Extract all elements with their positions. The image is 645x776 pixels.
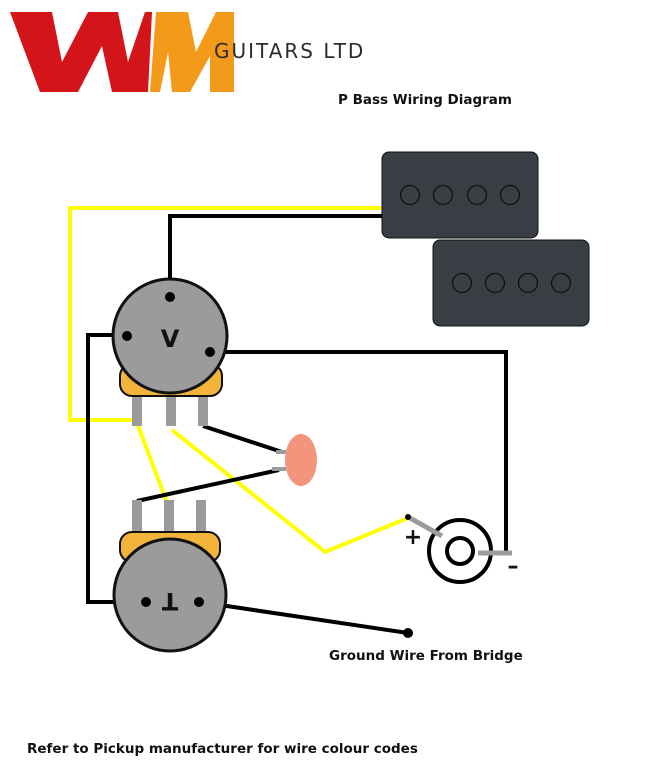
tone-pot-body bbox=[112, 537, 228, 653]
capacitor-lead bbox=[272, 467, 286, 471]
volume-lug bbox=[198, 396, 208, 426]
pole-piece bbox=[466, 184, 488, 206]
capacitor-body bbox=[285, 434, 317, 486]
pole-piece bbox=[517, 272, 539, 294]
pole-piece bbox=[432, 184, 454, 206]
pole-piece bbox=[484, 272, 506, 294]
black-wire-pickup-to-volume bbox=[168, 214, 382, 296]
yellow-wire-pickup-to-volume bbox=[68, 206, 382, 422]
tone-pot-label: T bbox=[161, 587, 178, 615]
tone-lug bbox=[196, 500, 206, 536]
volume-pot-body bbox=[111, 277, 229, 395]
capacitor bbox=[272, 434, 317, 486]
tone-lug bbox=[132, 500, 142, 536]
jack-inner-ring bbox=[445, 536, 475, 566]
volume-lug bbox=[132, 396, 142, 426]
tone-terminal bbox=[141, 597, 151, 607]
logo-w-red bbox=[10, 12, 152, 92]
footer-note: Refer to Pickup manufacturer for wire co… bbox=[27, 741, 418, 757]
volume-lug bbox=[166, 396, 176, 426]
logo-text: GUITARS LTD bbox=[214, 39, 365, 63]
black-wire-volume-to-cap bbox=[202, 424, 283, 454]
pickup-lower bbox=[432, 239, 590, 327]
pickup-lower-body bbox=[432, 239, 590, 327]
pole-piece bbox=[451, 272, 473, 294]
black-wire-volume-to-jack bbox=[210, 350, 508, 553]
jack-negative-label: – bbox=[508, 554, 519, 579]
jack-tip-dot bbox=[405, 514, 411, 520]
volume-pot-label: V bbox=[161, 325, 180, 353]
jack-positive-label: + bbox=[404, 525, 422, 550]
bridge-ground-dot bbox=[403, 628, 413, 638]
pickup-upper bbox=[381, 151, 539, 239]
diagram-title: P Bass Wiring Diagram bbox=[338, 92, 512, 108]
bridge-ground-label: Ground Wire From Bridge bbox=[329, 648, 523, 664]
pole-piece bbox=[399, 184, 421, 206]
capacitor-lead bbox=[276, 450, 288, 454]
company-logo: GUITARS LTD bbox=[10, 12, 365, 92]
pickup-upper-body bbox=[381, 151, 539, 239]
volume-terminal bbox=[122, 331, 132, 341]
ground-wire-bridge bbox=[199, 600, 409, 635]
pole-piece bbox=[550, 272, 572, 294]
tone-pot: T bbox=[112, 500, 228, 653]
jack-tip-lug bbox=[408, 515, 444, 539]
yellow-wire-volume-to-jack bbox=[170, 428, 409, 555]
pole-piece bbox=[499, 184, 521, 206]
volume-terminal bbox=[205, 347, 215, 357]
yellow-wire-volume-to-tone bbox=[135, 422, 170, 506]
output-jack: + – bbox=[404, 514, 519, 584]
volume-pot: V bbox=[111, 277, 229, 426]
tone-terminal bbox=[194, 597, 204, 607]
logo-m-orange bbox=[150, 12, 234, 92]
tone-lug bbox=[164, 500, 174, 536]
black-wire-cap-to-tone bbox=[136, 468, 280, 503]
volume-terminal bbox=[165, 292, 175, 302]
